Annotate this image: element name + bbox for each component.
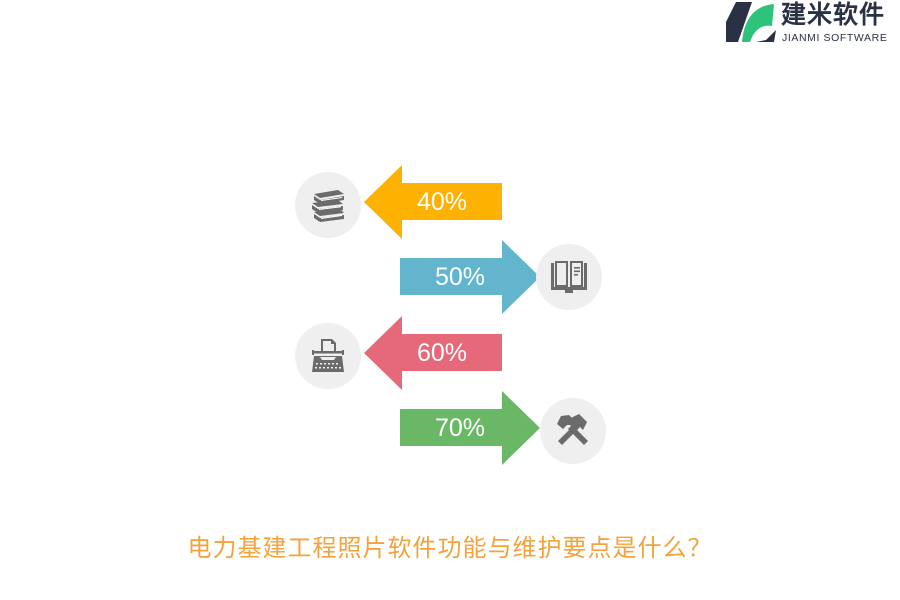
item-row-2: 50% <box>0 239 900 319</box>
arrow-fill <box>400 391 540 465</box>
arrow-shape <box>400 240 540 314</box>
item-row-1: 40% <box>0 164 900 244</box>
page-title: 电力基建工程照片软件功能与维护要点是什么？ <box>187 534 713 562</box>
icon-circle <box>295 172 361 238</box>
open-book-icon <box>551 261 587 293</box>
icon-circle <box>540 398 606 464</box>
brand-logo: 建米软件 JIANMI SOFTWARE <box>726 0 900 46</box>
arrow-shape <box>364 316 502 390</box>
percent-arrow-left: 60% <box>364 315 504 391</box>
percent-arrow-left: 40% <box>364 164 504 240</box>
arrow-fill <box>364 316 502 390</box>
arrow-fill <box>364 165 502 239</box>
percent-label: 40% <box>416 188 468 216</box>
percent-label: 70% <box>434 414 486 442</box>
icon-circle <box>536 244 602 310</box>
logo-name-en: JIANMI SOFTWARE <box>782 32 888 44</box>
icon-circle <box>295 323 361 389</box>
percent-arrow-right: 70% <box>400 390 540 466</box>
arrow-shape <box>364 165 502 239</box>
logo-mark-icon <box>726 2 776 42</box>
arrow-fill <box>400 240 540 314</box>
percent-arrow-right: 50% <box>400 239 540 315</box>
arrow-shape <box>400 391 540 465</box>
item-row-3: 60% <box>0 315 900 395</box>
percent-label: 50% <box>434 263 486 291</box>
logo-name-cn: 建米软件 <box>781 0 886 29</box>
books-stack-icon <box>312 190 344 222</box>
crossed-hammers-icon <box>557 414 588 445</box>
item-row-4: 70% <box>0 390 900 470</box>
percent-label: 60% <box>416 339 468 367</box>
typewriter-icon <box>312 339 344 372</box>
